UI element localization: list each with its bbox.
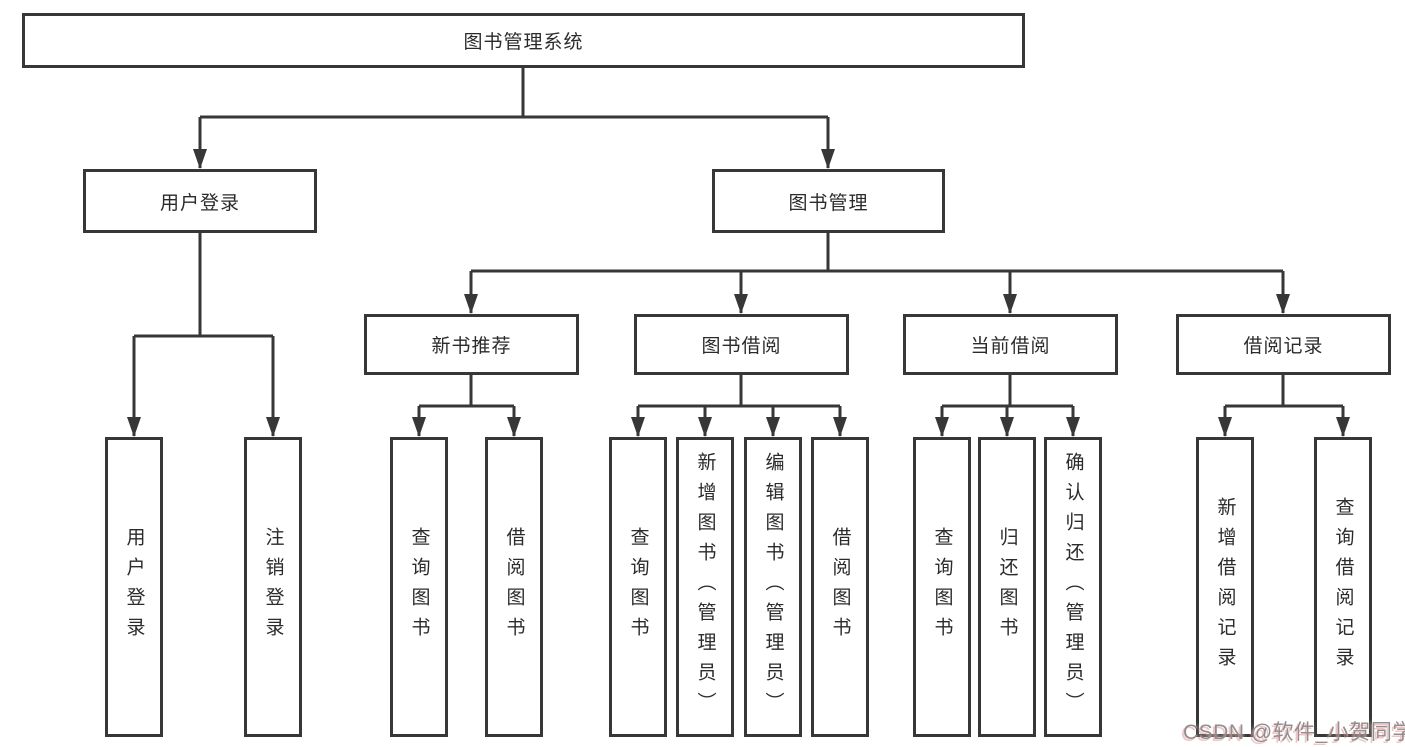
node-borrowing-records: 借阅记录 xyxy=(1176,314,1391,375)
node-label: 查询图书 xyxy=(627,527,649,647)
node-label: 查询图书 xyxy=(931,527,953,647)
leaf-query-books-2: 查询图书 xyxy=(609,437,667,737)
node-label: 注销登录 xyxy=(262,527,284,647)
leaf-logout: 注销登录 xyxy=(244,437,302,737)
node-label: 新增图书（管理员） xyxy=(694,452,716,722)
node-new-book-recommendation: 新书推荐 xyxy=(364,314,579,375)
leaf-add-borrow-record: 新增借阅记录 xyxy=(1196,437,1254,737)
leaf-borrow-books-1: 借阅图书 xyxy=(485,437,543,737)
node-book-management: 图书管理 xyxy=(712,169,945,233)
node-book-borrowing: 图书借阅 xyxy=(634,314,849,375)
leaf-user-login: 用户登录 xyxy=(105,437,163,737)
node-label: 图书借阅 xyxy=(701,336,782,357)
node-library-system: 图书管理系统 xyxy=(22,13,1025,68)
node-current-borrowing: 当前借阅 xyxy=(903,314,1118,375)
csdn-watermark: CSDN @软件_小贺同学 xyxy=(1183,721,1405,744)
leaf-query-books-3: 查询图书 xyxy=(913,437,971,737)
node-label: 用户登录 xyxy=(159,192,240,214)
node-label: 图书管理 xyxy=(788,192,869,214)
node-label: 查询借阅记录 xyxy=(1332,497,1354,677)
node-label: 当前借阅 xyxy=(970,336,1051,357)
leaf-return-books: 归还图书 xyxy=(978,437,1036,737)
node-label: 归还图书 xyxy=(996,527,1018,647)
node-label: 借阅图书 xyxy=(829,527,851,647)
node-label: 借阅记录 xyxy=(1243,336,1324,357)
leaf-borrow-books-2: 借阅图书 xyxy=(811,437,869,737)
leaf-query-books-1: 查询图书 xyxy=(390,437,448,737)
node-label: 新增借阅记录 xyxy=(1214,497,1236,677)
node-label: 用户登录 xyxy=(123,527,145,647)
leaf-query-borrow-record: 查询借阅记录 xyxy=(1314,437,1372,737)
node-label: 编辑图书（管理员） xyxy=(762,452,784,722)
node-label: 确认归还（管理员） xyxy=(1062,452,1084,722)
node-label: 新书推荐 xyxy=(431,336,512,357)
leaf-add-book-admin: 新增图书（管理员） xyxy=(676,437,734,737)
node-label: 图书管理系统 xyxy=(463,32,584,53)
node-label: 查询图书 xyxy=(408,527,430,647)
leaf-confirm-return-admin: 确认归还（管理员） xyxy=(1044,437,1102,737)
node-label: 借阅图书 xyxy=(503,527,525,647)
leaf-edit-book-admin: 编辑图书（管理员） xyxy=(744,437,802,737)
node-user-login: 用户登录 xyxy=(83,169,317,233)
